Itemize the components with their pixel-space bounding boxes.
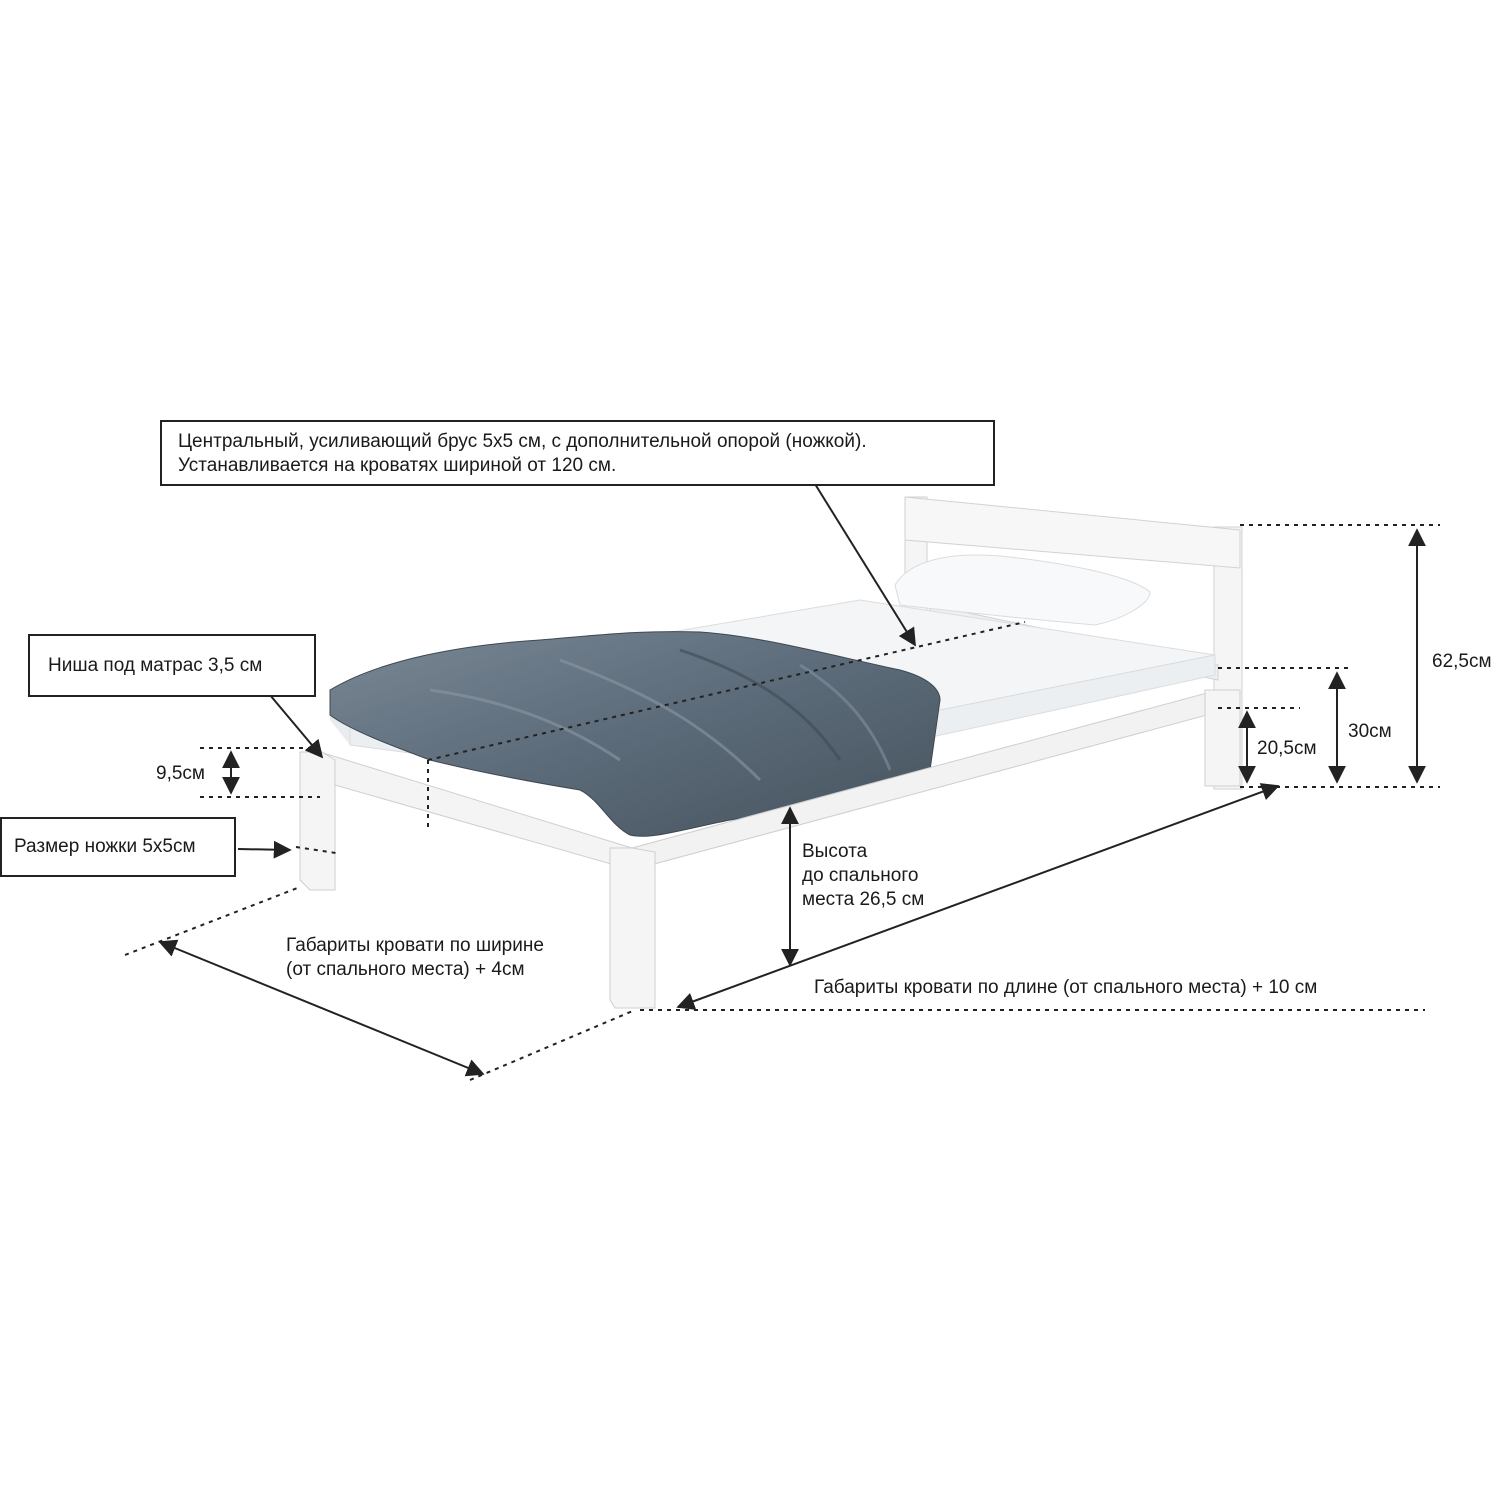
mattress-niche-callout: Ниша под матрас 3,5 см (28, 634, 316, 697)
bed (299, 496, 1243, 1009)
sleep-height-line1: Высота (802, 841, 868, 862)
length-overall-label: Габариты кровати по длине (от спального … (814, 977, 1318, 998)
center-beam-pointer (814, 483, 916, 647)
center-beam-callout-line2: Устанавливается на кроватях шириной от 1… (178, 455, 617, 476)
leg-size-text: Размер ножки 5х5см (14, 836, 196, 857)
sleep-height-label: Высота до спального места 26,5 см (802, 840, 924, 912)
dimension-lines (124, 483, 1440, 1081)
width-overall-label: Габариты кровати по ширине (от спального… (286, 934, 544, 982)
center-beam-callout: Центральный, усиливающий брус 5х5 см, с … (160, 420, 995, 486)
leg-clearance-label: 20,5см (1257, 738, 1317, 759)
width-overall-line2: (от спального места) + 4см (286, 959, 525, 980)
sleep-height-line3: места 26,5 см (802, 889, 925, 910)
headboard-height-label: 62,5см (1432, 651, 1492, 672)
center-beam-callout-line1: Центральный, усиливающий брус 5х5 см, с … (178, 431, 867, 452)
frame-height-label: 30см (1348, 721, 1392, 742)
width-arrow (158, 939, 485, 1077)
niche-pointer (269, 694, 324, 759)
width-overall-line1: Габариты кровати по ширине (286, 935, 544, 956)
side-rail-height-label: 9,5см (156, 763, 205, 784)
center-beam-line (427, 621, 1026, 761)
mattress-niche-text: Ниша под матрас 3,5 см (48, 655, 263, 676)
leg-size-arrow (237, 840, 292, 859)
leg-size-callout: Размер ножки 5х5см (0, 817, 236, 877)
length-arrow (676, 783, 1280, 1010)
pillow (894, 554, 1151, 626)
sleep-height-line2: до спального (802, 865, 919, 886)
